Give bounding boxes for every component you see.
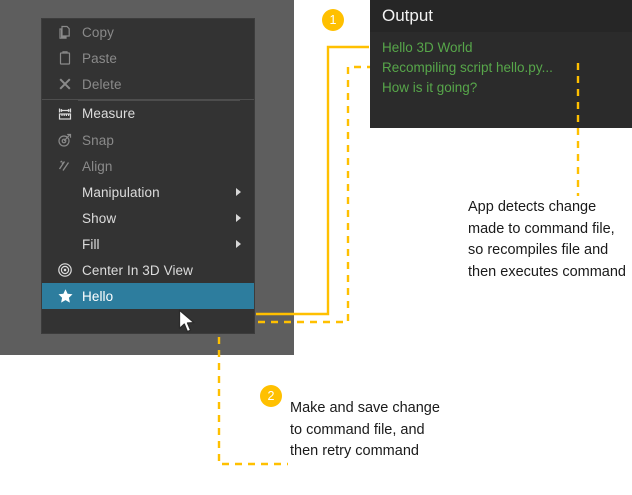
menu-item-label: Fill: [82, 236, 100, 252]
output-line: Recompiling script hello.py...: [382, 60, 553, 75]
menu-item-show[interactable]: Show: [42, 205, 254, 231]
delete-icon: [52, 74, 78, 94]
copy-icon: [52, 22, 78, 42]
menu-item-hello[interactable]: Hello: [42, 283, 254, 309]
menu-item-align[interactable]: Align: [42, 153, 254, 179]
chevron-right-icon: [236, 240, 241, 248]
menu-item-delete[interactable]: Delete: [42, 71, 254, 97]
menu-item-label: Paste: [82, 50, 118, 66]
menu-item-measure[interactable]: Measure: [42, 99, 254, 127]
chevron-right-icon: [236, 214, 241, 222]
output-panel-header: Output: [370, 0, 632, 32]
output-panel-title: Output: [382, 6, 434, 25]
annotation-text-2: Make and save change to command file, an…: [290, 400, 440, 459]
menu-item-center-in-3d-view[interactable]: Center In 3D View: [42, 257, 254, 283]
measure-icon: [52, 104, 78, 124]
menu-item-label: Manipulation: [82, 184, 160, 200]
output-panel: Output Hello 3D World Recompiling script…: [370, 0, 632, 128]
menu-item-label: Snap: [82, 132, 114, 148]
menu-item-label: Show: [82, 210, 117, 226]
connector-dashed-recompile: [258, 65, 370, 324]
menu-item-label: Measure: [82, 106, 136, 121]
chevron-right-icon: [236, 188, 241, 196]
output-panel-body[interactable]: Hello 3D World Recompiling script hello.…: [370, 32, 632, 98]
menu-item-manipulation[interactable]: Manipulation: [42, 179, 254, 205]
menu-item-label: Hello: [82, 288, 114, 304]
menu-item-label: Delete: [82, 76, 122, 92]
center-view-icon: [52, 260, 78, 280]
snap-icon: [52, 130, 78, 150]
paste-icon: [52, 48, 78, 68]
align-icon: [52, 156, 78, 176]
menu-separator: [78, 100, 240, 101]
mouse-cursor: [178, 309, 198, 337]
menu-item-label: Center In 3D View: [82, 262, 194, 278]
connector-dashed-annotation-2: [217, 337, 288, 466]
menu-item-label: Align: [82, 158, 113, 174]
context-menu[interactable]: Copy Paste Delete: [41, 18, 255, 334]
annotation-badge-2: 2: [260, 385, 282, 407]
menu-item-paste[interactable]: Paste: [42, 45, 254, 71]
menu-item-snap[interactable]: Snap: [42, 127, 254, 153]
menu-item-fill[interactable]: Fill: [42, 231, 254, 257]
annotation-text-1: App detects change made to command file,…: [468, 199, 626, 280]
menu-item-label: Copy: [82, 24, 114, 40]
connector-solid-hello-to-output: [256, 45, 369, 316]
star-icon: [52, 286, 78, 306]
output-line: How is it going?: [382, 80, 478, 95]
output-line: Hello 3D World: [382, 40, 473, 55]
annotation-badge-1: 1: [322, 9, 344, 31]
menu-item-copy[interactable]: Copy: [42, 19, 254, 45]
